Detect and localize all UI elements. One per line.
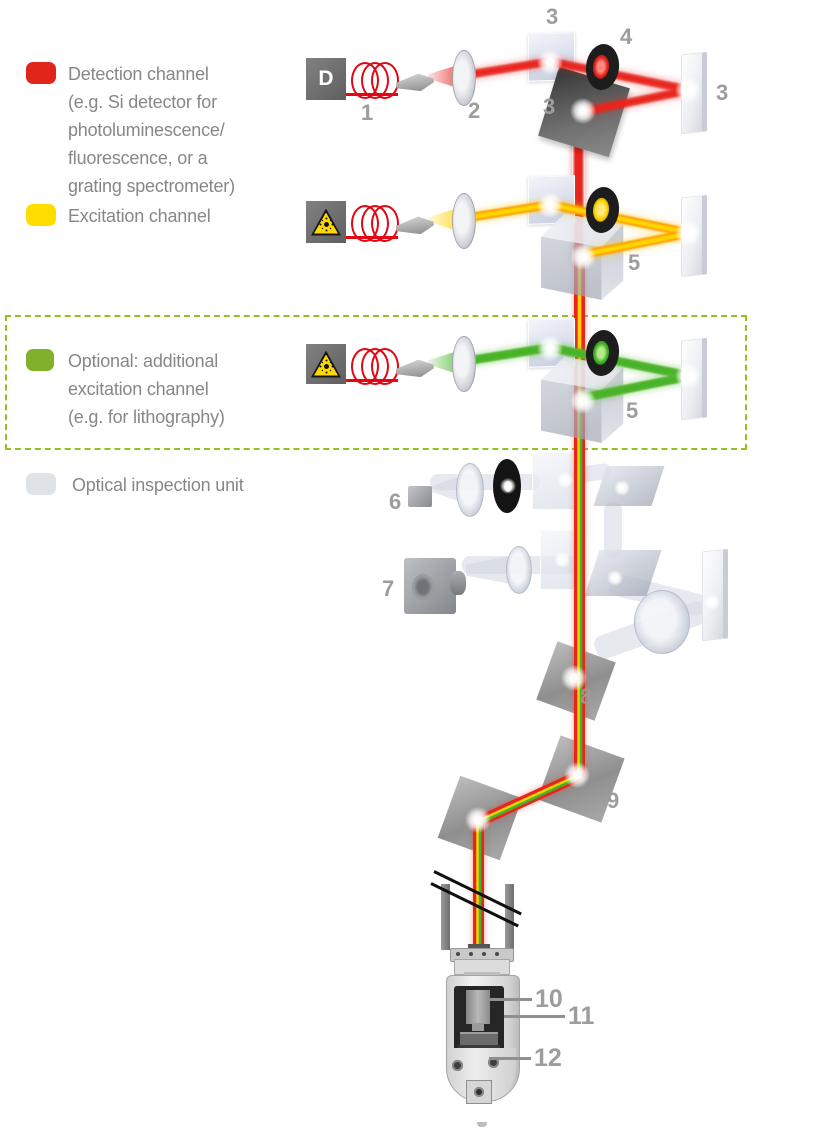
screw [474,1087,484,1097]
iris-hole [591,340,611,366]
legend-swatch-detection [26,62,56,84]
leader-line-11 [504,1015,565,1018]
screw [452,1060,463,1071]
beam-glow [607,570,623,586]
beam-glow [570,244,596,270]
beam-glow [675,77,701,103]
legend-line: grating spectrometer) [68,176,235,196]
beam-glow [500,478,516,494]
iris-hole [591,54,611,80]
bolt-dots [456,952,499,956]
beam-glow [465,807,491,833]
callout-6: 6 [389,489,402,514]
cryostat-insert [440,944,524,1127]
screw [488,1057,499,1068]
callout-4: 4 [620,24,633,49]
legend-text-optional: Optional: additional excitation channel … [68,347,225,431]
beam-glow [614,480,630,496]
beam-glow [675,220,701,246]
beam-glow [675,363,701,389]
lens-2 [452,50,476,106]
beam-glow [537,49,563,75]
support-rod [505,884,514,950]
callout-5: 5 [626,398,639,423]
lens [452,193,476,249]
fiber-tip [395,69,436,96]
legend-swatch-optional [26,349,54,371]
callout-5: 5 [628,250,641,275]
beam-glow [570,388,596,414]
objective-tip [472,1023,484,1031]
callout-3: 3 [543,94,556,119]
beam-glow [564,762,590,788]
callout-8: 8 [580,684,593,709]
beam-glow [537,192,563,218]
beam-red-yellow [574,258,585,404]
inspection-beam [604,502,622,558]
inspection-lens [456,463,484,517]
beam-to-cryostat [473,821,484,959]
laser-burst [324,363,329,369]
lens [452,336,476,392]
beam-glow [554,552,570,568]
legend-line: fluorescence, or a [68,148,208,168]
fiber-coil-icon [371,205,399,242]
inspection-lens [506,546,532,594]
beam-glow [537,335,563,361]
detector-letter: D [318,67,334,90]
fiber-tip [395,212,436,239]
led-source [408,486,432,507]
inspection-lens [634,590,690,654]
detector-box: D [306,58,346,100]
legend-text-detection: Detection channel (e.g. Si detector for … [68,60,235,200]
cutaway-opening [454,986,504,1052]
beam-glow [561,665,587,691]
callout-2: 2 [468,98,481,123]
callout-12: 12 [534,1044,562,1072]
legend-line: Detection channel [68,64,209,84]
legend-line: (e.g. for lithography) [68,407,225,427]
laser-warning-icon [311,350,341,378]
sample-stage-11 [460,1032,498,1048]
legend-text-excitation: Excitation channel [68,206,211,226]
laser-source-box [306,201,346,243]
legend-swatch-excitation [26,204,56,226]
legend-text-inspection: Optical inspection unit [72,475,244,495]
laser-source-box [306,344,346,384]
camera-lens-ring [412,574,434,600]
camera [404,558,466,614]
beam-glow [704,594,720,610]
bottom-nub [477,1122,487,1127]
laser-warning-icon [311,208,341,236]
camera-barrel [450,571,466,595]
front-plate [466,1080,492,1104]
beam-red-yellow-green [574,404,585,777]
legend-line: photoluminescence/ [68,120,225,140]
legend-line: Optional: additional [68,351,219,371]
callout-3: 3 [716,80,729,105]
legend-line: (e.g. Si detector for [68,92,217,112]
legend-line: excitation channel [68,379,209,399]
beam-glow [570,98,596,124]
callout-11: 11 [568,1002,595,1030]
iris-hole [591,197,611,223]
callout-10: 10 [535,985,563,1013]
fiber-coil-icon [371,62,399,99]
optional-channel-dashed-box [5,315,747,450]
fiber-coil-icon [371,348,399,385]
callout-1: 1 [361,100,374,125]
objective-10 [466,990,490,1024]
callout-7: 7 [382,576,395,601]
callout-9: 9 [607,788,620,813]
leader-line-10 [489,998,532,1001]
beam-glow [557,472,573,488]
callout-3: 3 [546,4,559,29]
support-rod [441,884,450,950]
laser-burst [324,221,329,227]
leader-line-12 [489,1057,531,1060]
legend-swatch-inspection [26,473,56,495]
